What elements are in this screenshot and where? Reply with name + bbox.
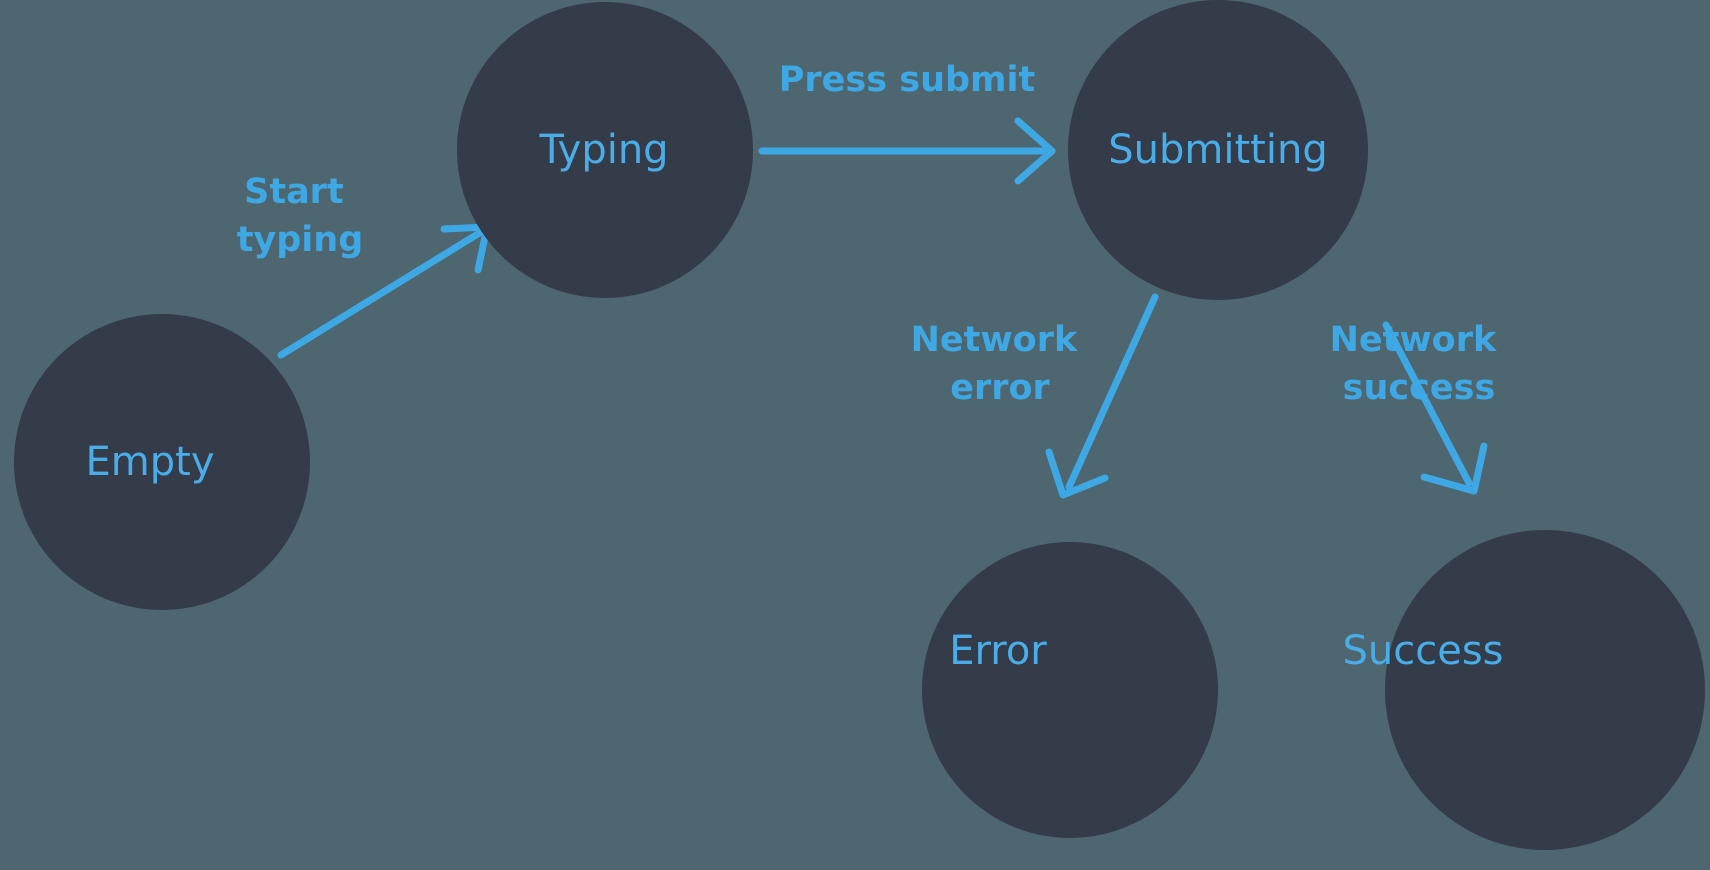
transition-label-press-submit: Press submit	[779, 60, 1036, 100]
transition-press-submit: Press submit	[758, 60, 1056, 185]
transition-label-network-error-line-1: error	[950, 368, 1050, 408]
state-circle-submitting[interactable]	[1068, 0, 1368, 300]
state-node-error[interactable]: Error	[922, 542, 1218, 838]
transition-label-network-success-line-0: Network	[1330, 320, 1497, 360]
transition-label-start-typing-line-0: Start	[244, 172, 344, 212]
state-node-success[interactable]: Success	[1342, 530, 1705, 850]
transition-label-start-typing: Start typing	[237, 172, 364, 260]
transition-label-network-success-line-1: success	[1343, 368, 1496, 408]
state-label-empty: Empty	[86, 439, 215, 485]
transition-label-press-submit-line-0: Press submit	[779, 60, 1036, 100]
state-node-typing[interactable]: Typing	[457, 2, 753, 298]
state-label-error: Error	[949, 628, 1047, 674]
transition-line-network-success	[1382, 321, 1473, 487]
state-circle-typing[interactable]	[457, 2, 753, 298]
state-circle-empty[interactable]	[14, 314, 310, 610]
transition-label-start-typing-line-1: typing	[237, 220, 364, 260]
state-node-empty[interactable]: Empty	[14, 314, 310, 610]
transition-line-start-typing	[277, 228, 485, 359]
transition-label-network-error: Network error	[911, 320, 1090, 408]
state-circle-error[interactable]	[922, 542, 1218, 838]
transition-label-network-error-line-0: Network	[911, 320, 1078, 360]
state-label-success: Success	[1342, 628, 1503, 674]
transition-network-error: Network error	[911, 293, 1159, 499]
transition-start-typing: Start typing	[237, 172, 491, 359]
transition-line-network-error	[1065, 293, 1159, 491]
state-circle-success[interactable]	[1385, 530, 1705, 850]
state-label-submitting: Submitting	[1108, 127, 1327, 173]
transition-label-network-success: Network success	[1330, 320, 1509, 408]
arrowhead-network-success	[1420, 442, 1488, 495]
arrowhead-press-submit	[1014, 117, 1056, 185]
state-label-typing: Typing	[538, 127, 668, 173]
transition-network-success: Network success	[1330, 320, 1509, 495]
state-node-submitting[interactable]: Submitting	[1068, 0, 1368, 300]
arrowhead-network-error	[1045, 448, 1109, 499]
